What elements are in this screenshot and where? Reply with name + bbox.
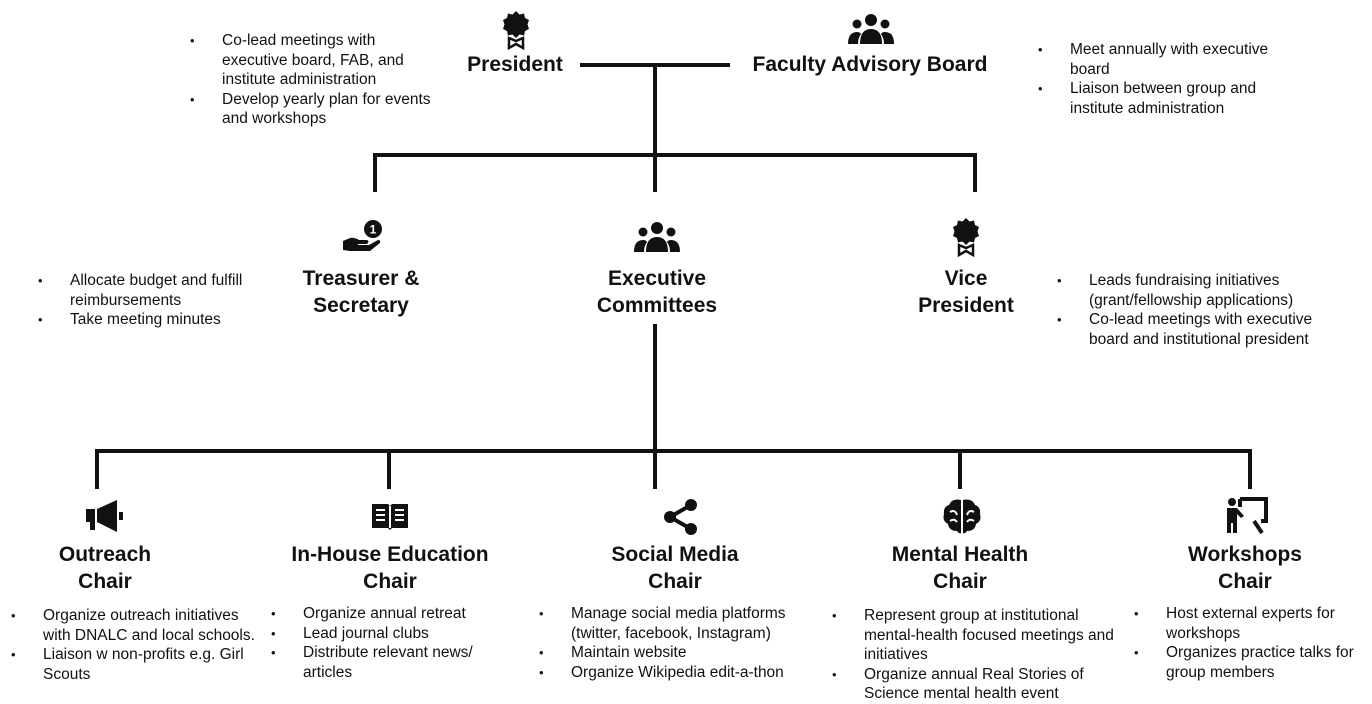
brain-icon xyxy=(943,499,981,534)
node-title-line1: In-House Education xyxy=(291,543,489,566)
node-treasurer-secretary: Treasurer & Secretary xyxy=(276,265,446,319)
megaphone-icon xyxy=(86,500,123,532)
node-title-line2: President xyxy=(918,294,1014,317)
vp-responsibilities: Leads fundraising initiatives (grant/fel… xyxy=(1057,271,1319,349)
list-item: Co-lead meetings with executive board, F… xyxy=(190,31,442,90)
list-item: Develop yearly plan for events and works… xyxy=(190,90,442,129)
node-title-line1: Social Media xyxy=(611,543,739,566)
node-title-line1: Outreach xyxy=(58,543,152,566)
fab-responsibilities: Meet annually with executive board Liais… xyxy=(1038,40,1300,118)
node-vice-president: Vice President xyxy=(895,265,1037,319)
list-item: Co-lead meetings with executive board an… xyxy=(1057,310,1319,349)
node-faculty-advisory-board: Faculty Advisory Board xyxy=(720,51,1020,78)
node-title-line2: Chair xyxy=(648,570,702,593)
award-badge-icon xyxy=(503,11,529,50)
node-mental-health-chair: Mental Health Chair xyxy=(860,541,1060,595)
node-president: President xyxy=(440,51,590,78)
svg-text:1: 1 xyxy=(370,223,377,237)
hand-coin-icon: 1 xyxy=(343,220,382,251)
social-responsibilities: Manage social media platforms (twitter, … xyxy=(539,604,831,683)
list-item: Liaison between group and institute admi… xyxy=(1038,79,1300,118)
node-outreach-chair: Outreach Chair xyxy=(20,541,190,595)
node-title-line1: Mental Health xyxy=(891,543,1029,566)
list-item: Manage social media platforms (twitter, … xyxy=(539,604,831,643)
node-title: President xyxy=(467,53,563,76)
node-title-line2: Chair xyxy=(933,570,987,593)
list-item: Leads fundraising initiatives (grant/fel… xyxy=(1057,271,1319,310)
node-social-media-chair: Social Media Chair xyxy=(580,541,770,595)
list-item: Take meeting minutes xyxy=(38,310,280,330)
teacher-board-icon xyxy=(1227,497,1268,535)
award-badge-icon xyxy=(953,218,979,257)
president-responsibilities: Co-lead meetings with executive board, F… xyxy=(190,31,442,129)
node-title-line2: Chair xyxy=(78,570,132,593)
mental-responsibilities: Represent group at institutional mental-… xyxy=(832,606,1126,704)
node-title-line2: Secretary xyxy=(313,294,409,317)
list-item: Organizes practice talks for group membe… xyxy=(1134,643,1366,682)
list-item: Organize annual retreat xyxy=(271,604,513,624)
list-item: Organize annual Real Stories of Science … xyxy=(832,665,1126,704)
node-title: Faculty Advisory Board xyxy=(752,53,988,76)
list-item: Represent group at institutional mental-… xyxy=(832,606,1126,665)
list-item: Organize outreach initiatives with DNALC… xyxy=(11,606,265,645)
list-item: Organize Wikipedia edit-a-thon xyxy=(539,663,831,683)
people-group-icon xyxy=(848,14,894,44)
people-group-icon xyxy=(634,222,680,252)
list-item: Lead journal clubs xyxy=(271,624,513,644)
node-executive-committees: Executive Committees xyxy=(567,265,747,319)
list-item: Liaison w non-profits e.g. Girl Scouts xyxy=(11,645,265,684)
list-item: Maintain website xyxy=(539,643,831,663)
node-title-line2: Committees xyxy=(596,294,718,317)
node-title-line2: Chair xyxy=(363,570,417,593)
node-title-line2: Chair xyxy=(1218,570,1272,593)
list-item: Allocate budget and fulfill reimbursemen… xyxy=(38,271,280,310)
node-workshops-chair: Workshops Chair xyxy=(1165,541,1325,595)
share-icon xyxy=(664,499,697,535)
education-responsibilities: Organize annual retreat Lead journal clu… xyxy=(271,604,513,682)
node-title-line1: Treasurer & xyxy=(302,267,420,290)
node-title-line1: Workshops xyxy=(1188,543,1302,566)
open-book-icon xyxy=(372,504,408,530)
list-item: Distribute relevant news/ articles xyxy=(271,643,513,682)
workshops-responsibilities: Host external experts for workshops Orga… xyxy=(1134,604,1366,682)
node-title-line1: Vice xyxy=(944,267,988,290)
node-title-line1: Executive xyxy=(607,267,707,290)
outreach-responsibilities: Organize outreach initiatives with DNALC… xyxy=(11,606,265,684)
list-item: Meet annually with executive board xyxy=(1038,40,1300,79)
list-item: Host external experts for workshops xyxy=(1134,604,1366,643)
node-education-chair: In-House Education Chair xyxy=(265,541,515,595)
treasurer-responsibilities: Allocate budget and fulfill reimbursemen… xyxy=(38,271,280,330)
